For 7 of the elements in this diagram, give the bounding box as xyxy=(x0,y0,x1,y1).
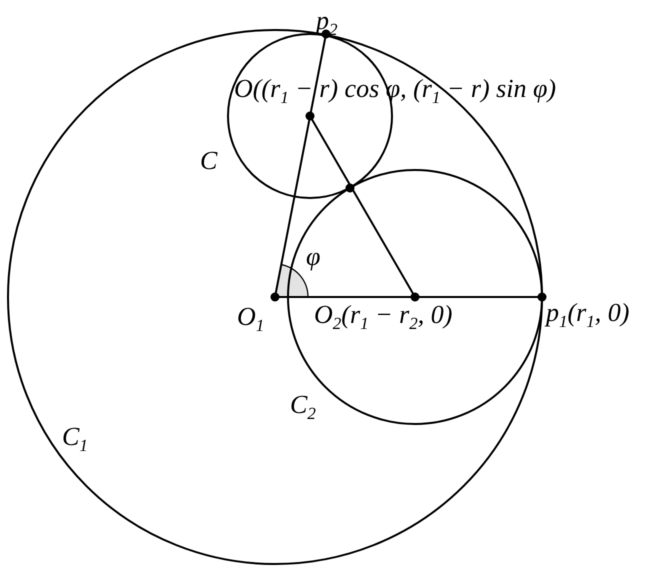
math-label: C xyxy=(200,146,218,176)
math-label: p$_{1}$(r$_{1}$, 0) xyxy=(546,298,630,334)
math-label: φ xyxy=(306,242,320,272)
math-label: O$_{1}$ xyxy=(237,302,264,338)
math-label: C$_{2}$ xyxy=(290,390,316,426)
math-label: C$_{1}$ xyxy=(62,422,88,458)
math-label: O$_{2}$(r$_{1}$ − r$_{2}$, 0) xyxy=(314,300,452,336)
